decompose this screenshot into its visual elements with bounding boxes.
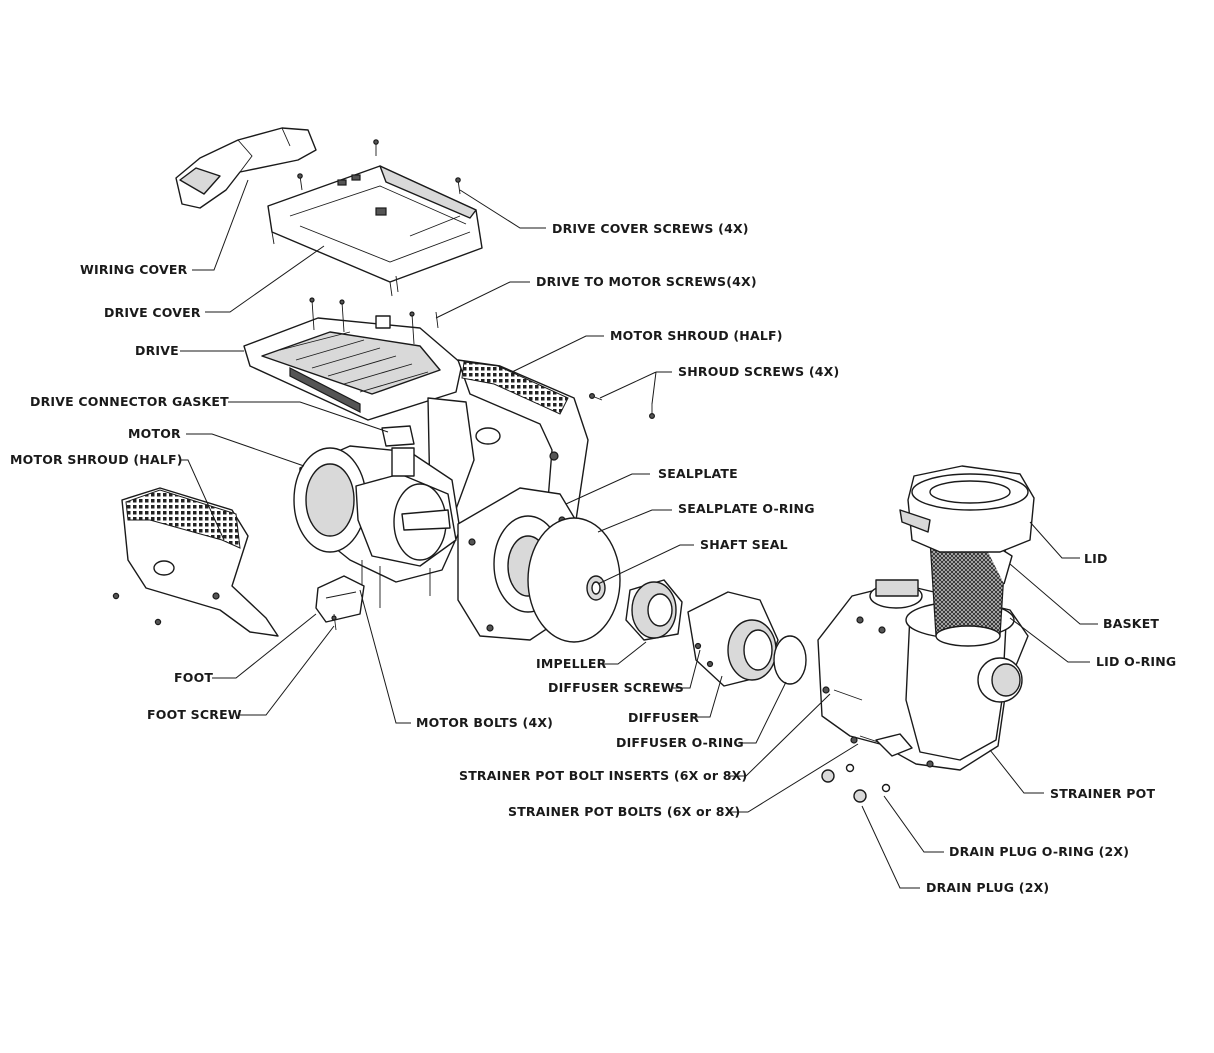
diffuser-part bbox=[687, 591, 779, 687]
strainer-pot-bolts-part bbox=[833, 689, 913, 757]
label-drive-cover-screws: DRIVE COVER SCREWS (4X) bbox=[552, 221, 749, 236]
sealplate-o-ring-part bbox=[527, 517, 621, 643]
label-lid-o-ring: LID O-RING bbox=[1096, 654, 1176, 669]
label-foot-screw: FOOT SCREW bbox=[147, 707, 242, 722]
label-drive-to-motor-screws: DRIVE TO MOTOR SCREWS(4X) bbox=[536, 274, 757, 289]
lid-part bbox=[899, 465, 1035, 553]
label-sealplate: SEALPLATE bbox=[658, 466, 738, 481]
label-foot: FOOT bbox=[174, 670, 213, 685]
label-diffuser-o-ring: DIFFUSER O-RING bbox=[616, 735, 744, 750]
label-shaft-seal: SHAFT SEAL bbox=[700, 537, 788, 552]
label-diffuser-screws: DIFFUSER SCREWS bbox=[548, 680, 684, 695]
label-diffuser: DIFFUSER bbox=[628, 710, 699, 725]
label-drive-cover: DRIVE COVER bbox=[104, 305, 201, 320]
motor-shroud-left-part bbox=[121, 487, 279, 637]
label-impeller: IMPELLER bbox=[536, 656, 607, 671]
leader-lines bbox=[180, 179, 1098, 889]
label-strainer-pot-bolt-inserts: STRAINER POT BOLT INSERTS (6X or 8X) bbox=[459, 768, 747, 783]
label-wiring-cover: WIRING COVER bbox=[80, 262, 188, 277]
impeller-part bbox=[625, 579, 683, 641]
label-drain-plug: DRAIN PLUG (2X) bbox=[926, 880, 1049, 895]
label-strainer-pot-bolts: STRAINER POT BOLTS (6X or 8X) bbox=[508, 804, 740, 819]
shaft-seal-part bbox=[586, 575, 606, 601]
label-motor-shroud-half-top: MOTOR SHROUD (HALF) bbox=[610, 328, 783, 343]
drain-plug-part bbox=[821, 763, 891, 803]
diffuser-o-ring-part bbox=[773, 635, 807, 685]
shroud-screws-part bbox=[588, 393, 655, 420]
motor-part bbox=[293, 445, 461, 608]
label-motor-bolts: MOTOR BOLTS (4X) bbox=[416, 715, 553, 730]
label-drain-plug-o-ring: DRAIN PLUG O-RING (2X) bbox=[949, 844, 1129, 859]
label-drive-connector-gasket: DRIVE CONNECTOR GASKET bbox=[30, 394, 229, 409]
foot-part bbox=[315, 575, 365, 631]
label-shroud-screws: SHROUD SCREWS (4X) bbox=[678, 364, 839, 379]
label-strainer-pot: STRAINER POT bbox=[1050, 786, 1155, 801]
label-motor: MOTOR bbox=[128, 426, 181, 441]
label-lid: LID bbox=[1084, 551, 1108, 566]
basket-part bbox=[929, 535, 1013, 647]
label-basket: BASKET bbox=[1103, 616, 1159, 631]
label-sealplate-o-ring: SEALPLATE O-RING bbox=[678, 501, 815, 516]
loose-screws-part bbox=[112, 592, 162, 626]
drive-cover-part bbox=[267, 165, 483, 297]
drive-part bbox=[243, 297, 463, 421]
label-motor-shroud-half-left: MOTOR SHROUD (HALF) bbox=[10, 452, 183, 467]
drive-connector-gasket-part bbox=[381, 425, 415, 447]
label-drive: DRIVE bbox=[135, 343, 179, 358]
wiring-cover-part bbox=[175, 127, 317, 209]
drive-cover-screws-part bbox=[297, 139, 461, 293]
